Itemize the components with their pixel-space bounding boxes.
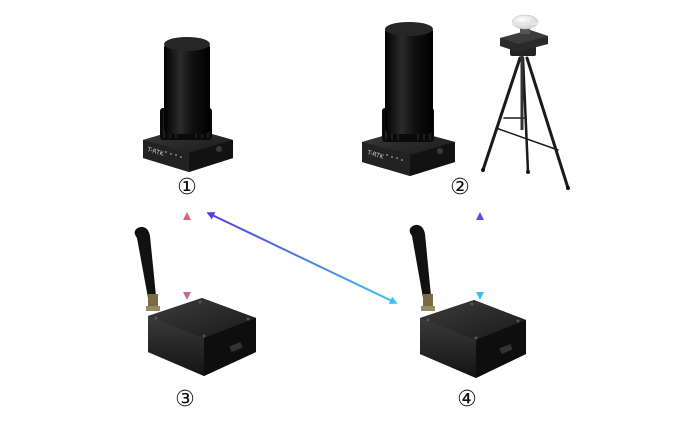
arrow-1-to-4 bbox=[206, 212, 398, 304]
tripod-with-receiver bbox=[481, 14, 570, 190]
device-4-radio-module bbox=[409, 224, 526, 378]
device-1-leds bbox=[165, 151, 182, 158]
device-1-rtk-receiver: T-RTK bbox=[143, 37, 233, 172]
label-device-2: ② bbox=[450, 175, 470, 200]
label-device-1: ① bbox=[177, 175, 197, 200]
device-2-rtk-receiver: T-RTK bbox=[362, 22, 455, 176]
label-device-3: ③ bbox=[175, 387, 195, 412]
device-3-radio-module bbox=[134, 226, 256, 376]
label-device-4: ④ bbox=[457, 387, 477, 412]
